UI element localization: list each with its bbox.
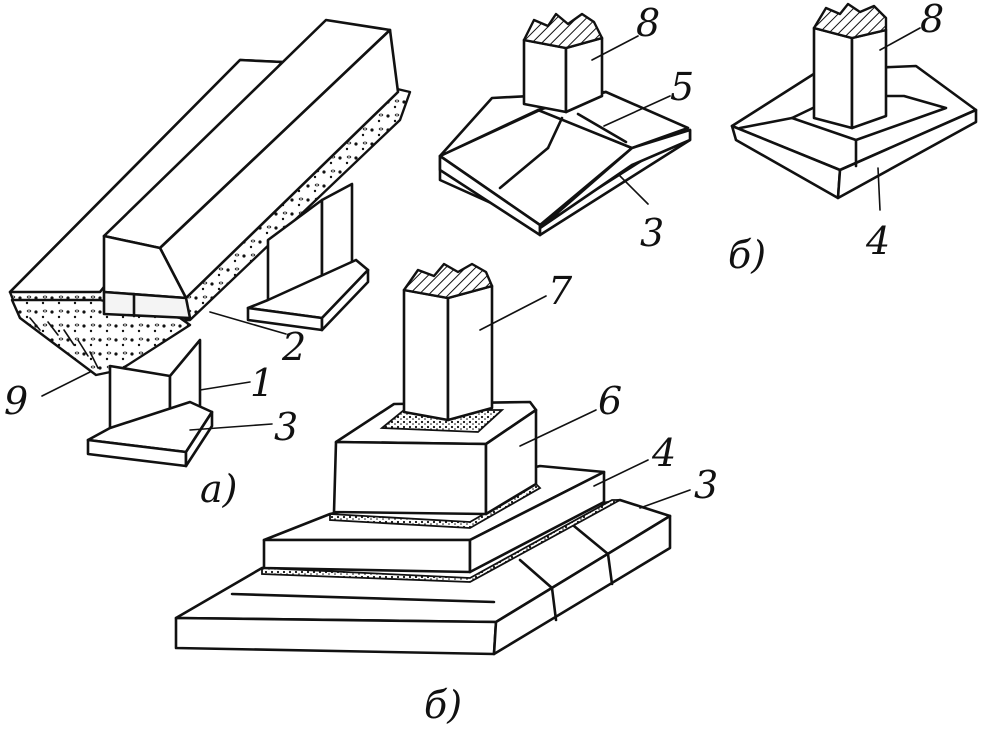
caption-b-right: б): [728, 233, 766, 277]
callout-labels: 1 2 3 9 8 5 3 8 4 7 6 4 3: [4, 0, 944, 507]
footing-front-side: [184, 410, 214, 468]
figure-b-block-footing: [438, 12, 692, 237]
label-3b: 3: [640, 211, 664, 255]
middle-layer-side: [468, 470, 606, 574]
middle-layer-front: [262, 538, 472, 574]
column-8b-front: [812, 26, 854, 130]
label-8b: 8: [920, 0, 944, 41]
label-7: 7: [548, 269, 573, 313]
label-9: 9: [4, 379, 28, 423]
top-block-side: [484, 408, 538, 516]
top-block-front: [332, 440, 488, 516]
column-8-front: [522, 38, 568, 114]
label-3c: 3: [694, 463, 718, 507]
label-4a: 4: [865, 219, 890, 263]
label-8a: 8: [636, 1, 660, 45]
column-8b-section: [812, 2, 888, 40]
figure-a-beam-on-pillars: [8, 18, 412, 468]
column-7-section: [402, 262, 494, 300]
caption-a: а): [200, 467, 237, 511]
label-4b: 4: [651, 431, 676, 475]
footing-rear-side: [320, 268, 370, 332]
column-8b-side: [850, 28, 888, 130]
column-socket: [379, 409, 505, 433]
bottom-layer-front: [174, 616, 498, 656]
column-8-section: [522, 12, 604, 50]
beam-bottom-strip: [102, 290, 192, 320]
column-7-side: [446, 284, 494, 422]
label-3a: 3: [274, 405, 298, 449]
ground-hatch: [29, 317, 99, 369]
bottom-layer-side: [492, 514, 672, 656]
label-2: 2: [281, 325, 306, 369]
caption-b-bottom: б): [424, 683, 462, 727]
figure-c-stepped-foundation: [174, 262, 691, 656]
mortar-layer-1: [261, 499, 621, 583]
figure-captions: а) б) б): [200, 233, 766, 727]
block-right-face: [538, 128, 692, 230]
label-5: 5: [670, 65, 694, 109]
figure-b-monolithic-footing: [730, 2, 978, 211]
mono-base-side: [836, 108, 978, 200]
label-6: 6: [598, 379, 622, 423]
column-7-front: [402, 288, 450, 422]
mortar-layer-2: [329, 482, 542, 529]
label-1: 1: [250, 361, 274, 405]
